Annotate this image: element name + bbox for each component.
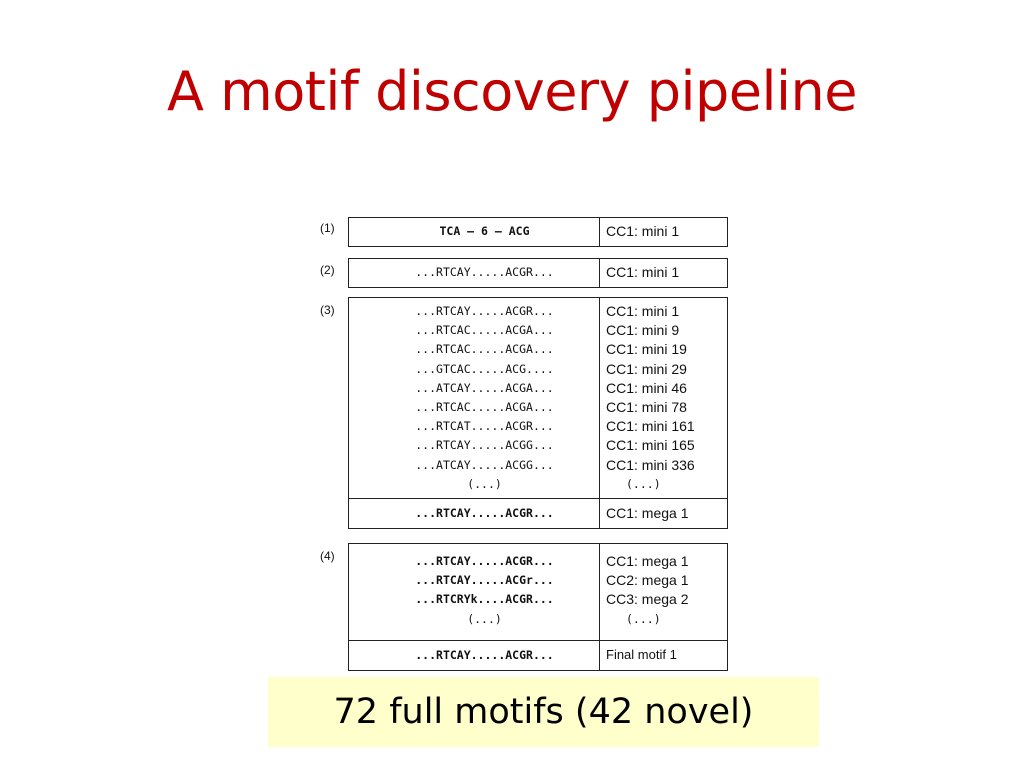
sequence-line: ...ATCAY.....ACGG... <box>415 457 554 472</box>
step-4-consensus-row: ...RTCAY.....ACGR... <box>349 640 620 670</box>
step-4-sequence-box: ...RTCAY.....ACGR... ...RTCAY.....ACGr..… <box>348 543 621 671</box>
sequence-line: ...RTCAT.....ACGR... <box>415 419 554 434</box>
motif-label: CC1: mini 78 <box>606 398 687 415</box>
sequence-line: ...RTCAY.....ACGr... <box>415 573 554 588</box>
pipeline-figure: (1) TCA — 6 — ACG CC1: mini 1 (2) ...RTC… <box>320 213 732 673</box>
consensus-label: CC1: mega 1 <box>606 505 689 521</box>
sequence-line: ...RTCAY.....ACGR... <box>415 265 554 279</box>
step-4-label: (4) <box>320 549 335 563</box>
motif-label: CC1: mini 19 <box>606 341 687 358</box>
sequence-line: ...RTCAC.....ACGA... <box>415 342 554 357</box>
sequence-line: ...ATCAY.....ACGA... <box>415 380 554 395</box>
step-4-consensus-label-row: Final motif 1 <box>600 640 727 670</box>
step-3-label-box: CC1: mini 1 CC1: mini 9 CC1: mini 19 CC1… <box>599 297 728 529</box>
sequence-line: ...RTCAY.....ACGG... <box>415 438 554 453</box>
step-1-label: (1) <box>320 221 335 235</box>
motif-label: CC1: mini 165 <box>606 437 695 454</box>
sequence-line: ...RTCRYk....ACGR... <box>415 592 554 607</box>
step-4-label-box: CC1: mega 1 CC2: mega 1 CC3: mega 2 (...… <box>599 543 728 671</box>
sequence-line: ...RTCAY.....ACGR... <box>415 554 554 568</box>
consensus-sequence: ...RTCAY.....ACGR... <box>415 648 554 662</box>
sequence-line: ...RTCAC.....ACGA... <box>415 323 554 338</box>
sequence-line: TCA — 6 — ACG <box>439 224 530 238</box>
summary-callout: 72 full motifs (42 novel) <box>268 677 819 747</box>
step-3-consensus-row: ...RTCAY.....ACGR... <box>349 498 620 528</box>
motif-label: CC2: mega 1 <box>606 572 689 589</box>
step-2-label: (2) <box>320 263 335 277</box>
motif-label: CC1: mini 1 <box>606 303 680 319</box>
motif-label: CC1: mega 1 <box>606 553 689 569</box>
slide-title: A motif discovery pipeline <box>167 60 857 123</box>
ellipsis-line: (...) <box>626 476 661 491</box>
sequence-line: ...RTCAC.....ACGA... <box>415 399 554 414</box>
motif-label: CC1: mini 336 <box>606 456 695 473</box>
motif-label: CC1: mini 46 <box>606 379 687 396</box>
sequence-line: ...GTCAC.....ACG.... <box>415 361 554 376</box>
ellipsis-line: (...) <box>626 611 661 626</box>
motif-label: CC3: mega 2 <box>606 591 689 608</box>
step-1-label-box: CC1: mini 1 <box>599 217 728 247</box>
motif-label: CC1: mini 1 <box>606 264 680 280</box>
consensus-sequence: ...RTCAY.....ACGR... <box>415 506 554 520</box>
consensus-label: Final motif 1 <box>606 647 677 662</box>
step-3-label: (3) <box>320 303 335 317</box>
ellipsis-line: (...) <box>467 611 502 626</box>
ellipsis-line: (...) <box>467 476 502 491</box>
step-2-label-box: CC1: mini 1 <box>599 258 728 288</box>
step-3-consensus-label-row: CC1: mega 1 <box>600 498 727 528</box>
motif-label: CC1: mini 161 <box>606 418 695 435</box>
step-1-sequence-box: TCA — 6 — ACG <box>348 217 621 247</box>
sequence-line: ...RTCAY.....ACGR... <box>415 304 554 318</box>
motif-label: CC1: mini 9 <box>606 322 680 339</box>
step-2-sequence-box: ...RTCAY.....ACGR... <box>348 258 621 288</box>
step-3-sequence-box: ...RTCAY.....ACGR... ...RTCAC.....ACGA..… <box>348 297 621 529</box>
motif-label: CC1: mini 1 <box>606 223 680 239</box>
motif-label: CC1: mini 29 <box>606 360 687 377</box>
